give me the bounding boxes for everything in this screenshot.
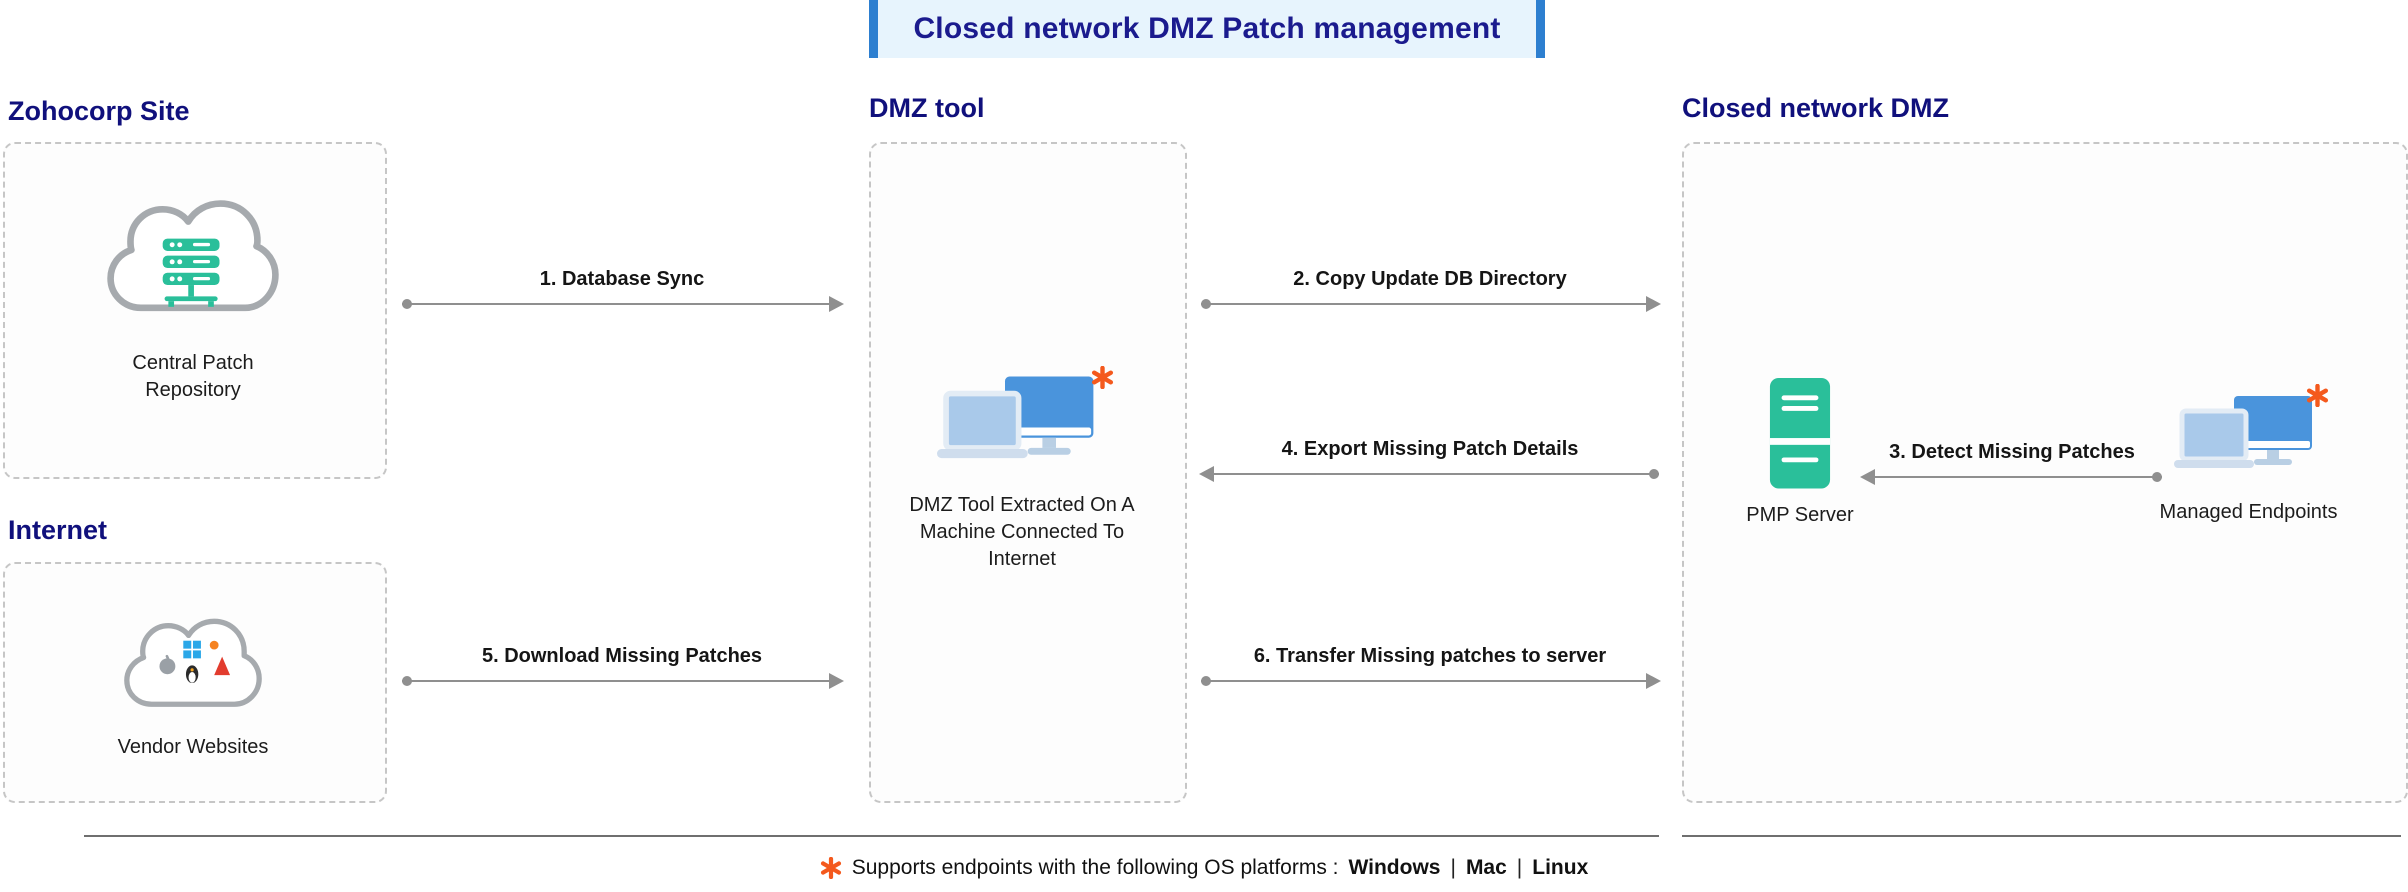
arrow-database-sync: 1. Database Sync: [402, 268, 844, 312]
section-header-zohocorp-site: Zohocorp Site: [8, 96, 190, 126]
dmz-tool-label: DMZ Tool Extracted On A Machine Connecte…: [909, 493, 1135, 570]
title-accent-bar-right: [1536, 0, 1545, 58]
arrow-label: 6. Transfer Missing patches to server: [1253, 645, 1607, 667]
patch-repository-cloud-icon: [107, 200, 279, 312]
arrow-line-right: [1201, 673, 1661, 689]
linux-tux-icon: [185, 665, 199, 684]
title-accent-bar-left: [869, 0, 878, 58]
arrow-label: 2. Copy Update DB Directory: [1293, 268, 1567, 290]
vendor-websites-cloud-icon: [124, 618, 262, 707]
arrow-label: 4. Export Missing Patch Details: [1281, 438, 1579, 460]
adobe-logo-icon: [214, 656, 231, 676]
footer-divider-left: [84, 835, 1659, 837]
arrow-line-left: [1199, 466, 1659, 482]
arrow-label: 1. Database Sync: [539, 268, 705, 290]
dmz-tool-computer-icon: [937, 376, 1094, 459]
central-patch-repository-node: Central Patch Repository: [73, 196, 313, 404]
managed-endpoints-label: Managed Endpoints: [2159, 501, 2338, 523]
arrow-line-left: [1860, 469, 2162, 485]
arrow-label: 3. Detect Missing Patches: [1889, 441, 2135, 463]
vendor-websites-label: Vendor Websites: [117, 735, 269, 758]
section-header-closed-network-dmz: Closed network DMZ: [1682, 93, 1950, 123]
vendor-websites-node: Vendor Websites: [73, 616, 313, 761]
os-platform-windows: Windows: [1348, 856, 1441, 879]
dmz-tool-node: DMZ Tool Extracted On A Machine Connecte…: [902, 366, 1142, 573]
asterisk-icon: [820, 857, 841, 879]
arrow-line-right: [402, 673, 844, 689]
windows-logo-icon: [183, 640, 201, 659]
arrow-copy-update-db: 2. Copy Update DB Directory: [1201, 268, 1661, 312]
footer-note: Supports endpoints with the following OS…: [0, 856, 2408, 880]
dmz-tool-box: [869, 142, 1187, 803]
asterisk-icon: [1091, 366, 1114, 389]
java-logo-icon: [209, 640, 219, 650]
arrow-detect-missing-patches: 3. Detect Missing Patches: [1860, 441, 2162, 485]
arrow-line-right: [402, 296, 844, 312]
footer-divider-right: [1682, 835, 2401, 837]
arrow-line-right: [1201, 296, 1661, 312]
footer-separator: |: [1516, 856, 1523, 879]
arrow-download-missing-patches: 5. Download Missing Patches: [402, 645, 844, 689]
footer-separator: |: [1450, 856, 1456, 879]
title-banner: Closed network DMZ Patch management: [869, 0, 1545, 58]
managed-endpoints-node: Managed Endpoints: [2136, 384, 2361, 526]
managed-endpoints-computer-icon: [2173, 396, 2312, 468]
arrow-export-missing-patch: 4. Export Missing Patch Details: [1199, 438, 1659, 482]
arrow-label: 5. Download Missing Patches: [481, 645, 763, 667]
section-header-internet: Internet: [8, 515, 108, 545]
os-platform-linux: Linux: [1532, 856, 1589, 879]
pmp-server-icon: [1769, 377, 1831, 489]
section-header-dmz-tool: DMZ tool: [869, 93, 985, 123]
apple-logo-icon: [159, 654, 176, 675]
central-patch-repository-label: Central Patch Repository: [132, 352, 254, 402]
footer-text: Supports endpoints with the following OS…: [851, 856, 1339, 879]
asterisk-icon: [2306, 384, 2329, 407]
pmp-server-node: PMP Server: [1722, 376, 1878, 529]
diagram-title: Closed network DMZ Patch management: [913, 12, 1501, 45]
pmp-server-label: PMP Server: [1746, 504, 1854, 527]
server-stack-icon: [162, 238, 220, 307]
os-platform-mac: Mac: [1465, 856, 1507, 879]
arrow-transfer-missing-patches: 6. Transfer Missing patches to server: [1201, 645, 1661, 689]
